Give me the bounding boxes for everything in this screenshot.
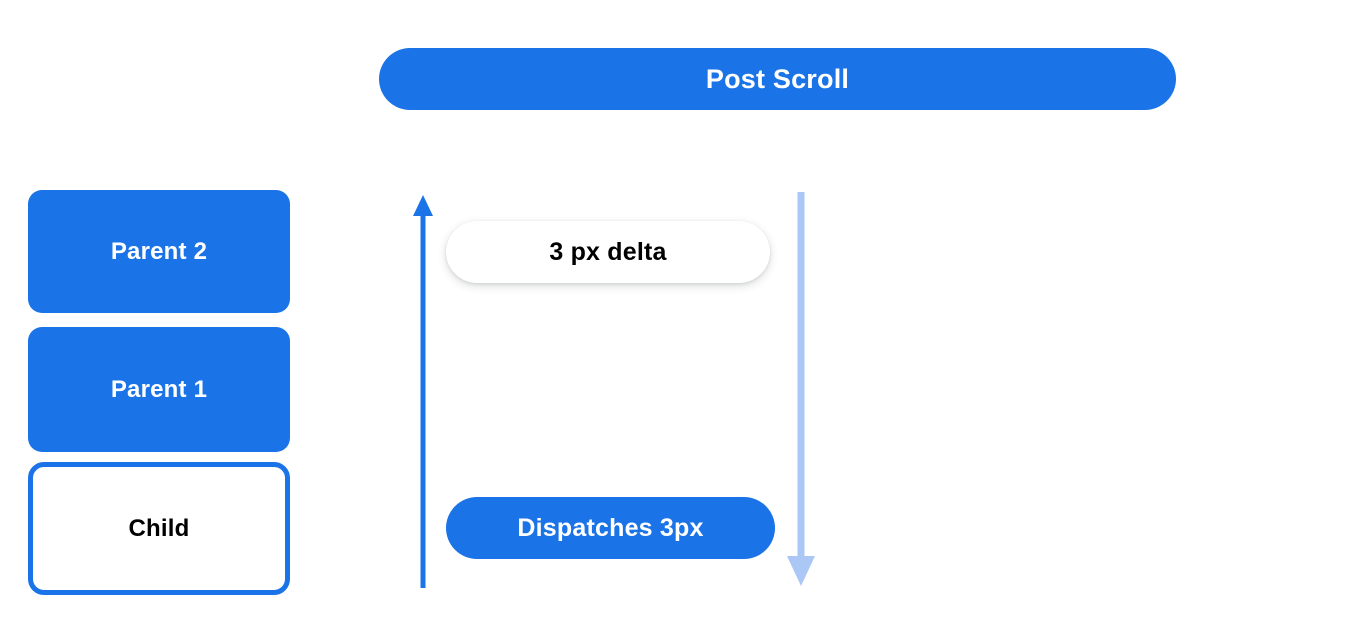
box-child[interactable]: Child xyxy=(28,462,290,595)
pill-delta-value: 3 px delta xyxy=(446,221,770,283)
scroll-propagation-arrow-icon xyxy=(787,192,815,586)
pill-delta-label: 3 px delta xyxy=(549,237,667,266)
box-parent-2[interactable]: Parent 2 xyxy=(28,190,290,313)
pill-dispatch-label: Dispatches 3px xyxy=(517,513,704,542)
box-child-label: Child xyxy=(128,514,190,542)
box-parent-2-label: Parent 2 xyxy=(110,237,208,265)
pill-dispatch-value: Dispatches 3px xyxy=(446,497,775,559)
box-parent-1[interactable]: Parent 1 xyxy=(28,327,290,452)
header-banner-post-scroll: Post Scroll xyxy=(379,48,1176,110)
bubble-up-arrow-icon xyxy=(413,195,433,588)
box-parent-1-label: Parent 1 xyxy=(110,375,208,403)
header-title: Post Scroll xyxy=(705,63,850,94)
